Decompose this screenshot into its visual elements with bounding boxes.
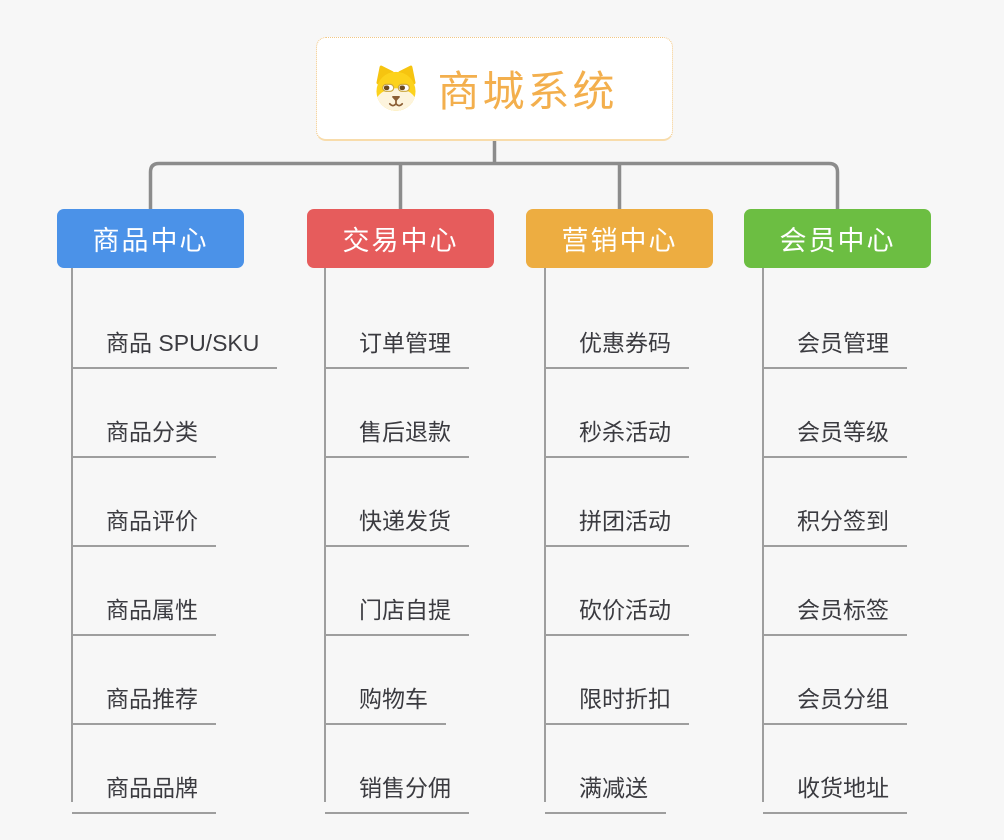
leaf-node[interactable]: 商品分类 bbox=[72, 413, 216, 458]
leaf-node[interactable]: 会员等级 bbox=[763, 413, 907, 458]
branch-label: 会员中心 bbox=[779, 226, 896, 256]
leaf-node[interactable]: 积分签到 bbox=[763, 502, 907, 547]
branch-node-goods-center[interactable]: 商品中心 bbox=[57, 209, 244, 268]
leaf-node[interactable]: 砍价活动 bbox=[545, 591, 689, 636]
leaf-node[interactable]: 会员标签 bbox=[763, 591, 907, 636]
leaf-node[interactable]: 商品推荐 bbox=[72, 680, 216, 725]
leaf-node[interactable]: 商品属性 bbox=[72, 591, 216, 636]
leaf-column-member: 会员管理 会员等级 积分签到 会员标签 会员分组 收货地址 bbox=[762, 268, 1003, 814]
branch-node-member-center[interactable]: 会员中心 bbox=[744, 209, 931, 268]
leaf-node[interactable]: 收货地址 bbox=[763, 769, 907, 814]
leaf-column-marketing: 优惠券码 秒杀活动 拼团活动 砍价活动 限时折扣 满减送 bbox=[544, 268, 785, 814]
branch-label: 交易中心 bbox=[342, 226, 459, 256]
leaf-node[interactable]: 商品品牌 bbox=[72, 769, 216, 814]
leaf-column-trade: 订单管理 售后退款 快递发货 门店自提 购物车 销售分佣 bbox=[324, 268, 565, 814]
leaf-node[interactable]: 秒杀活动 bbox=[545, 413, 689, 458]
leaf-column-goods: 商品 SPU/SKU 商品分类 商品评价 商品属性 商品推荐 商品品牌 bbox=[71, 268, 312, 814]
leaf-node[interactable]: 优惠券码 bbox=[545, 324, 689, 369]
leaf-node[interactable]: 拼团活动 bbox=[545, 502, 689, 547]
leaf-node[interactable]: 限时折扣 bbox=[545, 680, 689, 725]
leaf-node[interactable]: 会员分组 bbox=[763, 680, 907, 725]
branch-node-marketing-center[interactable]: 营销中心 bbox=[526, 209, 713, 268]
trunk-line bbox=[71, 268, 73, 802]
leaf-node[interactable]: 售后退款 bbox=[325, 413, 469, 458]
branch-node-trade-center[interactable]: 交易中心 bbox=[307, 209, 494, 268]
leaf-node[interactable]: 订单管理 bbox=[325, 324, 469, 369]
leaf-node[interactable]: 门店自提 bbox=[325, 591, 469, 636]
branch-bus-line bbox=[148, 161, 840, 211]
dog-face-icon bbox=[376, 65, 417, 111]
leaf-node[interactable]: 购物车 bbox=[325, 680, 446, 725]
trunk-line bbox=[544, 268, 546, 802]
leaf-node[interactable]: 销售分佣 bbox=[325, 769, 469, 814]
leaf-node[interactable]: 商品 SPU/SKU bbox=[72, 324, 278, 369]
leaf-node[interactable]: 满减送 bbox=[545, 769, 666, 814]
leaf-node[interactable]: 商品评价 bbox=[72, 502, 216, 547]
leaf-node[interactable]: 会员管理 bbox=[763, 324, 907, 369]
branch-label: 营销中心 bbox=[561, 226, 678, 256]
root-title: 商城系统 bbox=[437, 68, 618, 115]
root-node-mall-system[interactable]: 商城系统 bbox=[316, 37, 673, 141]
leaf-node[interactable]: 快递发货 bbox=[325, 502, 469, 547]
trunk-line bbox=[324, 268, 326, 802]
trunk-line bbox=[762, 268, 764, 802]
branch-label: 商品中心 bbox=[92, 226, 209, 256]
